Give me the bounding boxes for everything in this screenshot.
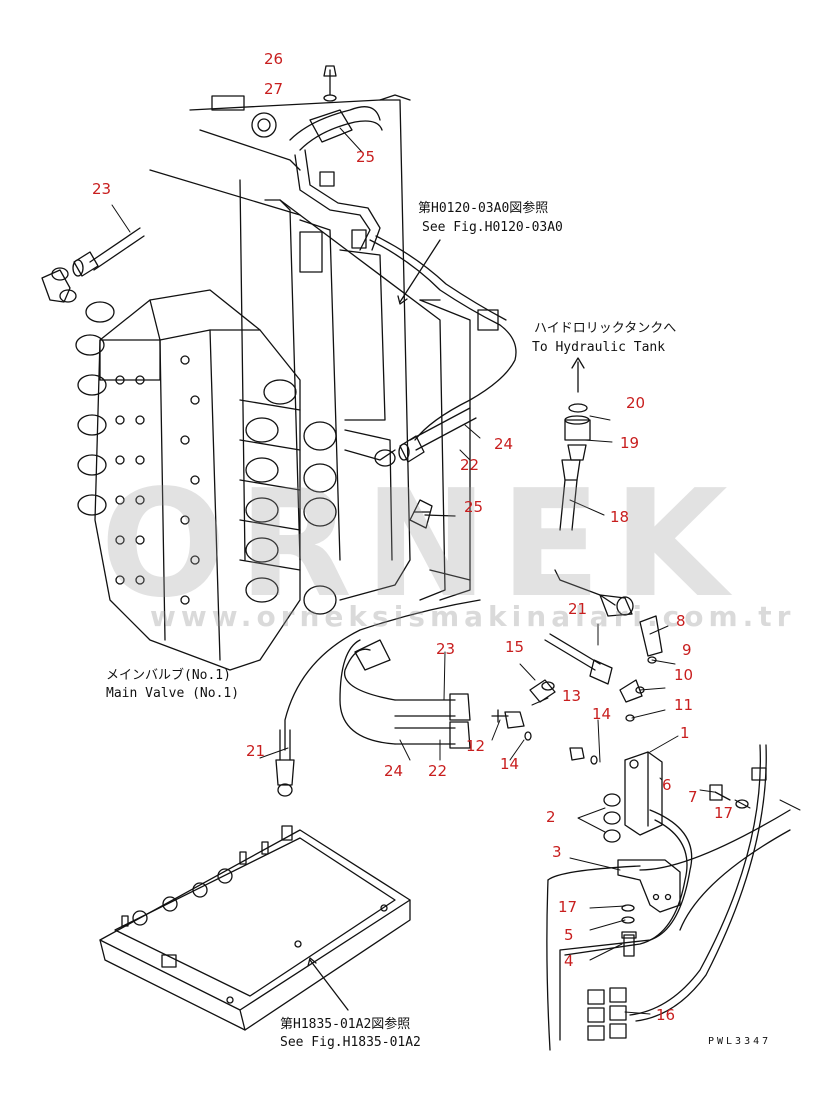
ref-top-jp: 第H0120-03A0図参照 <box>418 201 549 216</box>
callout-5: 5 <box>564 926 574 944</box>
callout-11: 11 <box>674 696 694 714</box>
callout-10: 10 <box>674 666 694 684</box>
callout-14-left: 14 <box>500 755 520 773</box>
callout-12: 12 <box>466 737 486 755</box>
pilot-line-21 <box>275 599 613 797</box>
callout-18: 18 <box>610 508 630 526</box>
callout-26: 26 <box>264 50 284 68</box>
callout-20: 20 <box>626 394 646 412</box>
callout-23-top: 23 <box>92 180 112 198</box>
main-valve-body <box>41 267 396 671</box>
callout-24-lower: 24 <box>384 762 404 780</box>
callout-8: 8 <box>676 612 686 630</box>
ref-tank-en: To Hydraulic Tank <box>532 340 666 355</box>
frame-bracket <box>149 94 471 601</box>
callout-7: 7 <box>688 788 698 806</box>
pilot-tubes <box>546 744 791 1051</box>
callout-23-lower: 23 <box>436 640 456 658</box>
callout-21-right: 21 <box>568 600 588 618</box>
callout-9: 9 <box>682 641 692 659</box>
ref-valve-en: Main Valve (No.1) <box>106 686 240 701</box>
callout-22-lower: 22 <box>428 762 448 780</box>
block-16 <box>587 987 627 1041</box>
callout-21-left: 21 <box>246 742 266 760</box>
top-return-hose <box>289 65 383 251</box>
callout-15: 15 <box>505 638 525 656</box>
ref-valve-jp: メインバルブ(No.1) <box>106 668 231 683</box>
drawing-code: PWL3347 <box>708 1036 772 1047</box>
base-frame <box>99 825 411 1031</box>
clamp-25-mid <box>409 499 456 529</box>
callout-22-upper: 22 <box>460 456 480 474</box>
valve-elbow-fitting <box>41 267 396 467</box>
valve-ports <box>115 355 200 605</box>
callout-19: 19 <box>620 434 640 452</box>
callout-3: 3 <box>552 843 562 861</box>
callout-25-mid: 25 <box>464 498 484 516</box>
reference-arrows <box>307 239 441 1011</box>
valve-spools <box>75 301 115 516</box>
hoses-lower <box>339 639 471 749</box>
ref-bottom-jp: 第H1835-01A2図参照 <box>280 1017 411 1032</box>
callout-17-left: 17 <box>558 898 578 916</box>
ref-tank-jp: ハイドロリックタンクへ <box>534 321 677 336</box>
distribution-block <box>603 751 749 957</box>
ref-bottom-en: See Fig.H1835-01A2 <box>280 1035 421 1050</box>
callout-25-top: 25 <box>356 148 376 166</box>
watermark-text: ORNEK <box>100 458 740 630</box>
tank-side-parts <box>554 357 634 617</box>
callout-16: 16 <box>656 1006 676 1024</box>
leader-lines <box>111 127 801 1015</box>
fittings-12-15 <box>491 679 598 765</box>
callout-13: 13 <box>562 687 582 705</box>
tank-return-line <box>369 235 517 441</box>
callout-6: 6 <box>662 776 672 794</box>
ref-top-en: See Fig.H0120-03A0 <box>422 220 563 235</box>
callout-14-right: 14 <box>592 705 612 723</box>
callout-2: 2 <box>546 808 556 826</box>
hose-22-24-upper <box>398 407 477 463</box>
callout-4: 4 <box>564 952 574 970</box>
callout-17-right: 17 <box>714 804 734 822</box>
callout-1: 1 <box>680 724 690 742</box>
watermark-url: www.orneksismakinalari.com.tr <box>150 600 796 633</box>
valve-caps <box>239 379 337 615</box>
callout-24-upper: 24 <box>494 435 514 453</box>
callout-27: 27 <box>264 80 284 98</box>
bolt-23 <box>72 227 145 277</box>
